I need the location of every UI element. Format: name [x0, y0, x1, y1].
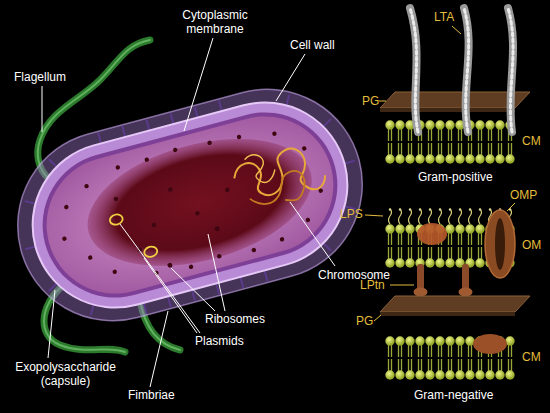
layer-label: LPtn [360, 278, 385, 292]
label-slot: Exopolysaccharide (capsule) [8, 360, 123, 388]
label-slot: Plasmids [195, 334, 244, 348]
part-label: Exopolysaccharide (capsule) [8, 360, 123, 388]
nucleoid [74, 117, 326, 289]
label-slot: LPS [340, 207, 363, 221]
layer-label: LTA [434, 10, 454, 24]
label-slot: LTA [434, 10, 454, 24]
label-slot: Cell wall [290, 38, 335, 52]
label-slot: OMP [510, 188, 537, 202]
ribosomes [47, 114, 334, 300]
label-slot: Cytoplasmic membrane [175, 8, 255, 36]
layer-label: OM [522, 238, 541, 252]
bacterial-cell [0, 68, 384, 342]
label-slot: CM [522, 134, 541, 148]
part-label: Cytoplasmic membrane [175, 8, 255, 36]
label-slot: Flagellum [14, 70, 66, 84]
label-slot: CM [522, 350, 541, 364]
part-label: Flagellum [14, 70, 66, 84]
chromosome [230, 138, 329, 214]
layer-label: CM [522, 350, 541, 364]
layer-label: LPS [340, 207, 363, 221]
gram-positive-envelope [380, 8, 530, 164]
part-label: Ribosomes [205, 312, 265, 326]
label-slot: Gram-negative [414, 388, 493, 402]
layer-label: OMP [510, 188, 537, 202]
panel-caption: Gram-negative [414, 388, 493, 402]
panel-caption: Gram-positive [418, 170, 493, 184]
capsule [0, 68, 384, 342]
leader-lines [42, 38, 335, 387]
layer-label: PG [356, 314, 373, 328]
part-label: Plasmids [195, 334, 244, 348]
label-slot: OM [522, 238, 541, 252]
label-slot: PG [362, 94, 379, 108]
part-label: Fimbriae [128, 388, 175, 402]
gram-negative-envelope [380, 208, 530, 380]
cell-wall [14, 84, 366, 326]
label-slot: Gram-positive [418, 170, 493, 184]
layer-label: PG [362, 94, 379, 108]
part-label: Cell wall [290, 38, 335, 52]
layer-label: CM [522, 134, 541, 148]
cytoplasmic-membrane [26, 96, 353, 314]
label-slot: PG [356, 314, 373, 328]
label-slot: Ribosomes [205, 312, 265, 326]
plasmids [109, 207, 159, 265]
label-slot: LPtn [360, 278, 385, 292]
cytoplasm [31, 101, 349, 309]
label-slot: Fimbriae [128, 388, 175, 402]
